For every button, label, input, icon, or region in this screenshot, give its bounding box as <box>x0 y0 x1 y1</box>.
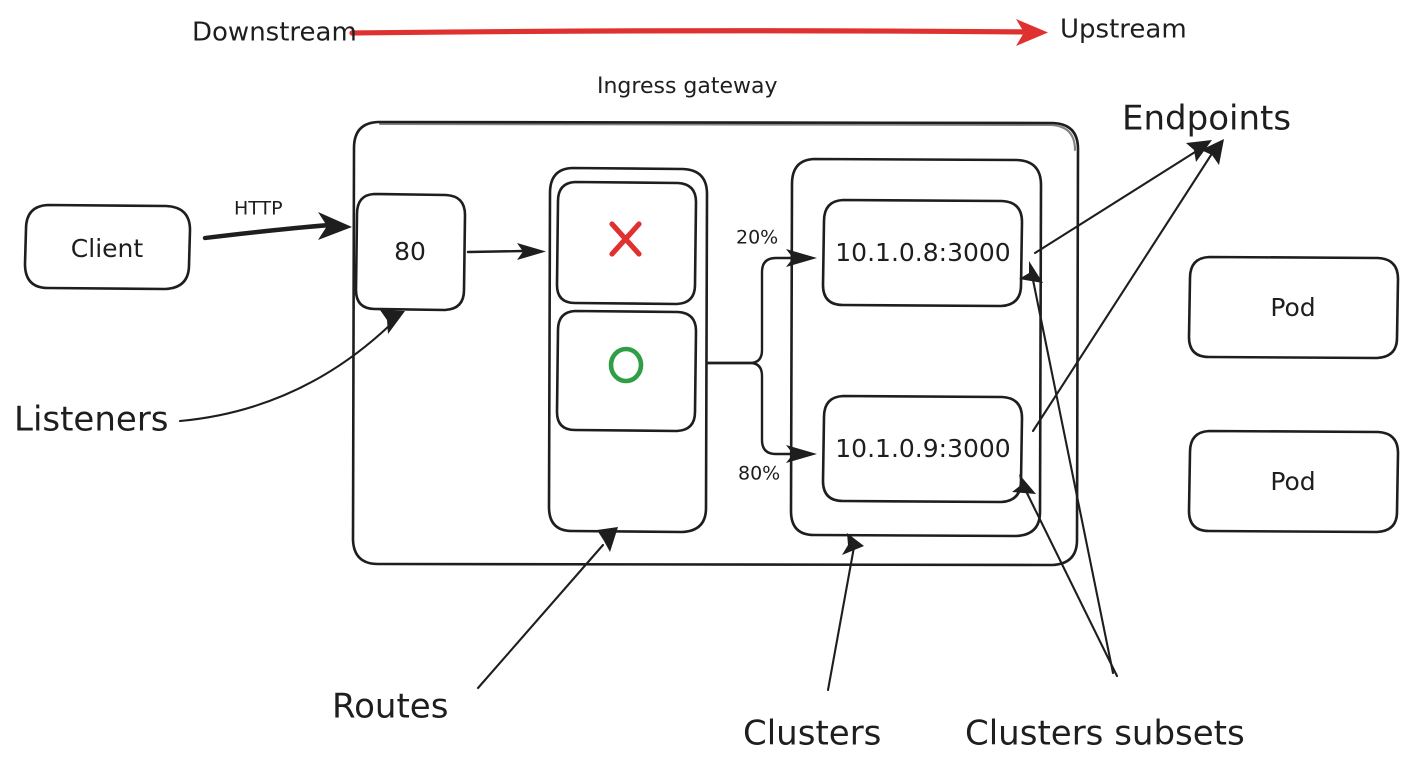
client-box[interactable] <box>23 203 192 291</box>
clusters-subsets-callout-label: Clusters subsets <box>965 714 1245 754</box>
downstream-label: Downstream <box>192 18 357 48</box>
endpoint-address-1: 10.1.0.8:3000 <box>835 238 1010 267</box>
route-to-cluster-connector <box>705 249 817 463</box>
route-entry-enabled[interactable] <box>555 309 698 433</box>
weight-label-80: 80% <box>738 463 780 485</box>
endpoint-address-2: 10.1.0.9:3000 <box>835 434 1010 463</box>
clusters-callout-label: Clusters <box>743 714 881 754</box>
endpoint-box-1[interactable]: 10.1.0.8:3000 <box>821 198 1024 308</box>
weight-label-20: 20% <box>736 227 778 249</box>
endpoints-callout-arrows <box>1031 139 1224 433</box>
flow-direction-arrow <box>349 19 1048 46</box>
http-arrow <box>202 212 352 241</box>
pod-box-1[interactable]: Pod <box>1187 255 1400 360</box>
clusters-callout-arrow <box>826 533 864 692</box>
pod-box-2[interactable]: Pod <box>1187 429 1400 534</box>
pod-label-1: Pod <box>1270 293 1315 322</box>
listener-port-box[interactable] <box>354 192 467 312</box>
ingress-gateway-container[interactable] <box>351 120 1080 567</box>
route-status-x-icon <box>609 221 642 257</box>
ingress-gateway-title: Ingress gateway <box>597 74 778 99</box>
client-label: Client <box>71 234 144 263</box>
listeners-callout-arrow <box>178 310 405 423</box>
clusters-container[interactable] <box>789 157 1043 538</box>
endpoint-box-2[interactable]: 10.1.0.9:3000 <box>821 394 1024 504</box>
upstream-label: Upstream <box>1060 15 1187 45</box>
routes-callout-label: Routes <box>332 687 448 727</box>
listener-port-label: 80 <box>394 237 426 266</box>
routes-callout-arrow <box>476 527 618 690</box>
clusters-subsets-callout-arrows <box>1012 261 1119 678</box>
route-status-o-icon <box>608 346 644 384</box>
route-entry-disabled[interactable] <box>555 180 698 306</box>
pod-label-2: Pod <box>1270 467 1315 496</box>
listeners-callout-label: Listeners <box>14 400 169 440</box>
listener-to-route-arrow <box>466 243 546 260</box>
endpoints-callout-label: Endpoints <box>1122 99 1291 139</box>
routes-container[interactable] <box>547 166 709 534</box>
http-protocol-label: HTTP <box>234 198 283 220</box>
